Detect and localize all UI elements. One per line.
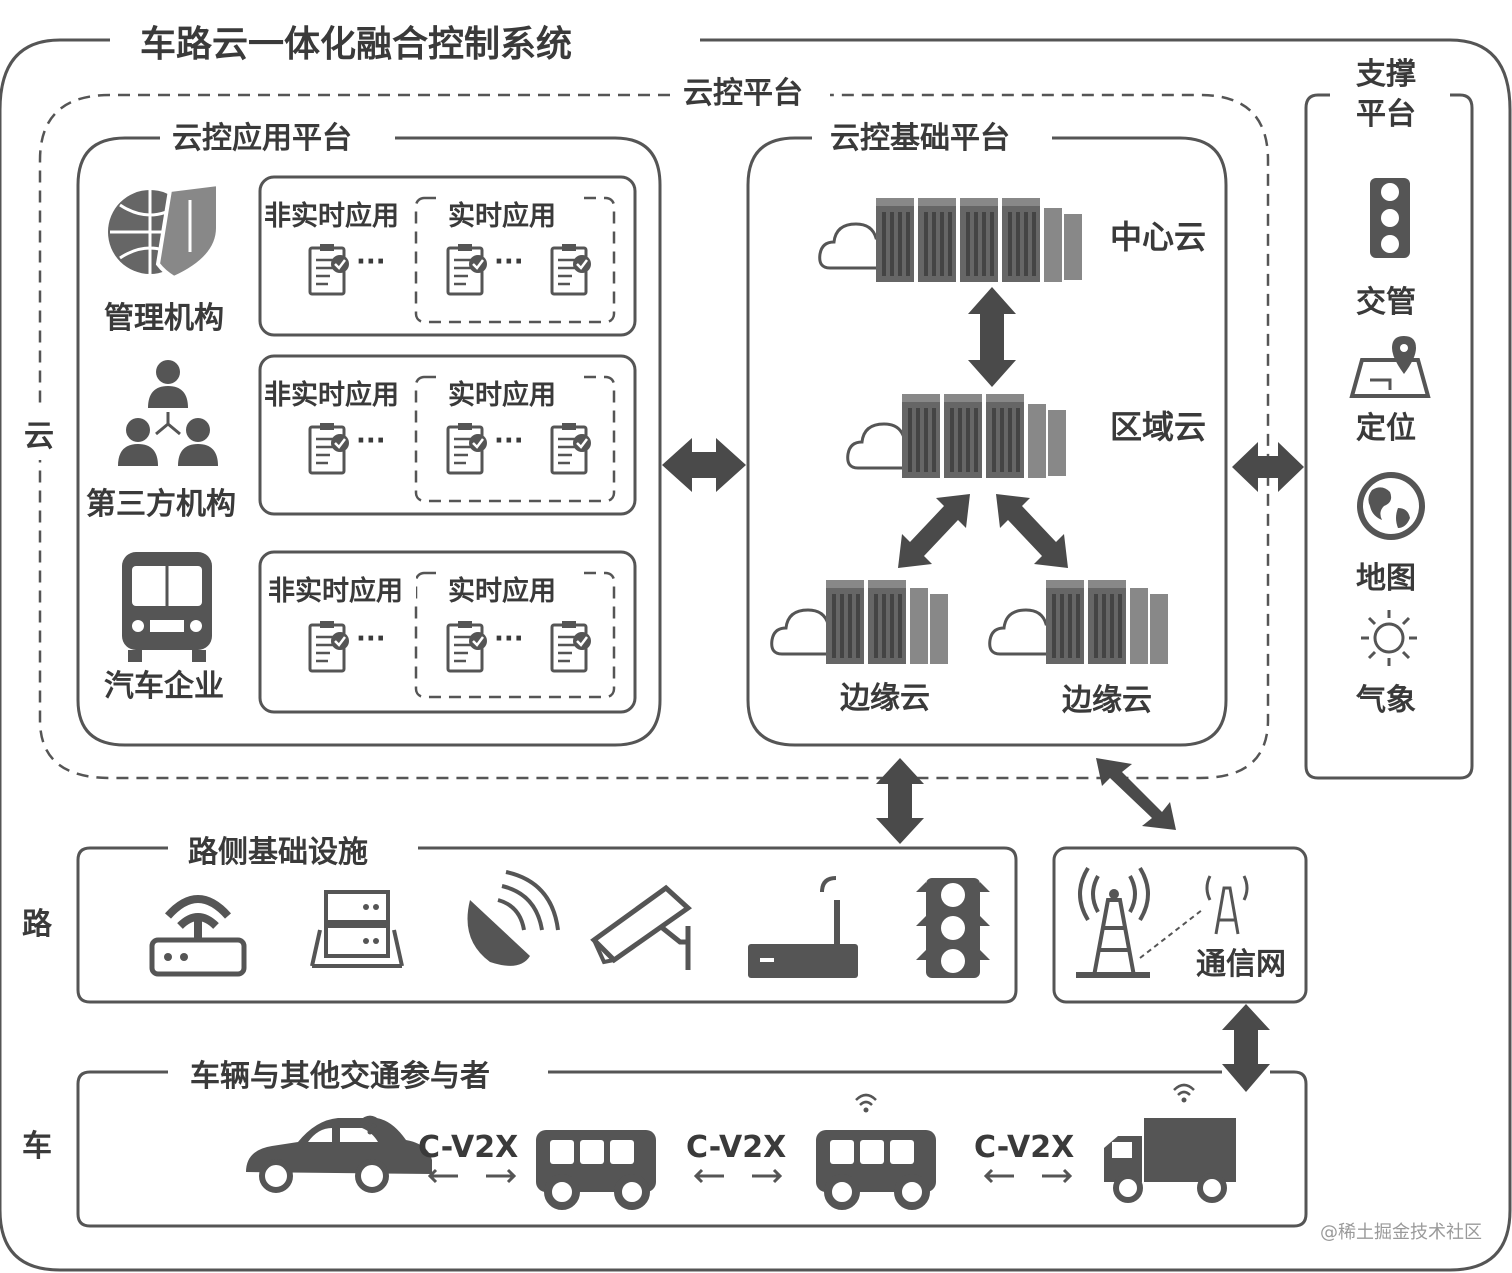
ellipsis: ··· [356, 247, 386, 277]
server-unit-icon [310, 890, 404, 968]
satellite-dish-icon [467, 870, 560, 966]
cloud-control-frame [38, 93, 1270, 780]
wifi-icon [854, 1093, 878, 1114]
small-tower-icon [1205, 875, 1249, 935]
region-cloud-label: 区域云 [1110, 408, 1206, 446]
cv2x-label-1: C-V2X [418, 1130, 518, 1165]
map-pin-icon [1349, 336, 1431, 398]
cloud-road-arrow [876, 758, 924, 844]
gateway-antenna-icon [748, 876, 858, 978]
roadside-frame [76, 846, 1018, 1004]
document-icon [446, 242, 489, 296]
ellipsis: ··· [494, 247, 524, 277]
comm-network-label: 通信网 [1196, 947, 1286, 982]
truck-icon [1104, 1118, 1236, 1203]
cv2x-arrows-2 [693, 1168, 783, 1184]
watermark: @稀土掘金技术社区 [1320, 1222, 1482, 1243]
edge-cloud-label-1: 边缘云 [840, 681, 930, 716]
bus-icon [536, 1130, 656, 1206]
camera-icon [590, 884, 692, 970]
bus-front-icon [122, 552, 212, 662]
traffic-light-icon [1370, 178, 1410, 258]
outer-frame [0, 38, 1512, 1272]
region-cloud-servers-icon [846, 394, 1066, 478]
center-cloud-label: 中心云 [1110, 218, 1206, 256]
system-title: 车路云一体化融合控制系统 [140, 24, 572, 65]
non-realtime-label: 非实时应用 [264, 200, 399, 232]
base-support-double-arrow [1232, 442, 1304, 492]
org-third-party: 第三方机构 [86, 487, 236, 522]
region-edge-arrow-left [898, 494, 970, 568]
app-platform-title: 云控应用平台 [172, 121, 352, 156]
support-item-weather: 气象 [1356, 683, 1416, 718]
layer-label-vehicle: 车 [22, 1129, 52, 1164]
layer-label-cloud: 云 [24, 419, 54, 454]
support-title-line2: 平台 [1356, 97, 1416, 132]
globe-icon [1357, 472, 1425, 540]
comm-vehicle-arrow [1222, 1004, 1270, 1092]
roadside-title: 路侧基础设施 [188, 835, 368, 870]
cv2x-arrows-1 [427, 1168, 517, 1184]
bus-icon [816, 1130, 936, 1206]
document-icon [550, 242, 593, 296]
document-icon [308, 619, 351, 673]
app-row-automaker: 非实时应用 实时应用 ··· ··· [258, 550, 637, 714]
vehicles-title: 车辆与其他交通参与者 [190, 1059, 490, 1094]
car-icon [246, 1118, 432, 1193]
cloud-comm-arrow [1096, 758, 1176, 830]
cell-tower-icon [1076, 866, 1150, 978]
shield-icon [108, 181, 220, 281]
support-platform-frame [1304, 93, 1474, 780]
ellipsis: ··· [356, 426, 386, 456]
non-realtime-label: 非实时应用 [264, 379, 399, 411]
support-item-traffic: 交管 [1356, 285, 1416, 320]
non-realtime-label: 非实时应用 [268, 575, 403, 607]
third-party-people-icon [118, 360, 218, 466]
support-item-map: 地图 [1356, 561, 1416, 596]
document-icon [446, 421, 489, 475]
edge-cloud-servers-icon [770, 580, 948, 664]
document-icon [446, 619, 489, 673]
ellipsis: ··· [356, 624, 386, 654]
center-cloud-servers-icon [818, 198, 1082, 282]
app-platform-frame [76, 136, 662, 747]
sun-icon [1361, 610, 1417, 666]
vehicles-frame [76, 1070, 1308, 1228]
app-row-management: 非实时应用 实时应用 ··· ··· [258, 175, 637, 337]
org-automaker: 汽车企业 [104, 669, 224, 704]
comm-network-frame [1052, 846, 1308, 1004]
traffic-light-icon [916, 878, 990, 978]
document-icon [308, 421, 351, 475]
cloud-control-label: 云控平台 [683, 76, 803, 111]
layer-label-road: 路 [22, 907, 53, 942]
org-management: 管理机构 [104, 301, 224, 336]
region-edge-arrow-right [996, 494, 1068, 568]
support-title-line1: 支撑 [1356, 57, 1416, 92]
document-icon [308, 242, 351, 296]
edge-cloud-label-2: 边缘云 [1062, 683, 1152, 718]
tower-link-dashed [1139, 909, 1203, 959]
wifi-icon [1172, 1083, 1196, 1104]
base-platform-title: 云控基础平台 [830, 121, 1010, 156]
realtime-label: 实时应用 [448, 575, 556, 607]
document-icon [550, 421, 593, 475]
ellipsis: ··· [494, 426, 524, 456]
router-icon [149, 895, 247, 977]
app-row-third-party: 非实时应用 实时应用 ··· ··· [258, 354, 637, 516]
app-base-double-arrow [662, 438, 746, 492]
realtime-label: 实时应用 [448, 200, 556, 232]
cv2x-label-2: C-V2X [686, 1130, 786, 1165]
edge-cloud-servers-icon [988, 580, 1168, 664]
base-platform-frame [746, 136, 1228, 747]
center-region-arrow [968, 287, 1016, 387]
cv2x-label-3: C-V2X [974, 1130, 1074, 1165]
realtime-label: 实时应用 [448, 379, 556, 411]
document-icon [550, 619, 593, 673]
ellipsis: ··· [494, 624, 524, 654]
support-item-positioning: 定位 [1356, 411, 1416, 446]
cv2x-arrows-3 [983, 1168, 1073, 1184]
